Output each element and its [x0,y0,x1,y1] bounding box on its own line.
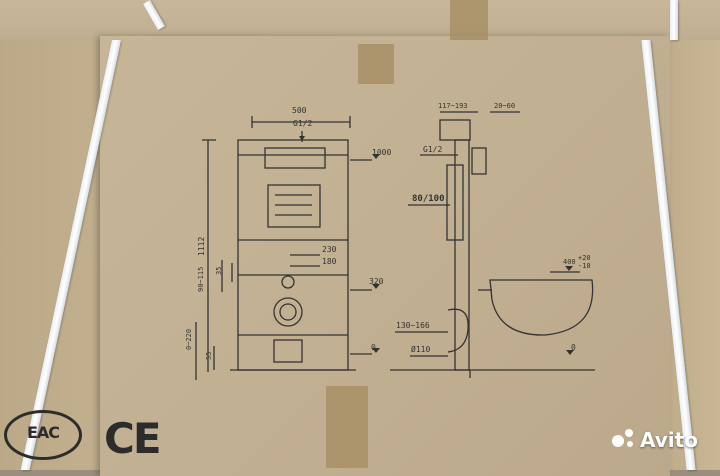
ce-mark: CE [104,414,161,463]
dim-90-115: 90~115 [197,266,205,292]
left-cardboard-box [0,40,110,470]
dim-tol-plus: +20 [578,254,591,262]
dim-mark-400: 400 [563,258,576,266]
dim-mark-320: 320 [369,277,384,286]
dim-180: 180 [322,257,337,266]
dim-thread-top: G1/2 [293,119,313,128]
top-cardboard-box [0,0,720,40]
dim-thread-side: G1/2 [423,145,443,154]
dim-width-500: 500 [292,106,307,115]
avito-logo-icon [612,429,636,451]
main-cardboard-box [100,36,670,476]
dim-20-60: 20~60 [494,102,516,110]
dim-35: 35 [215,266,223,275]
dim-230: 230 [322,245,337,254]
dim-80-100: 80/100 [412,194,445,204]
packing-tape [326,386,368,468]
dim-117-193: 117~193 [438,102,468,110]
packing-tape [450,0,488,40]
dim-130-166: 130~166 [396,321,430,330]
cistern-top [264,147,326,169]
water-inlet [281,275,295,289]
dim-mark-1000: 1000 [372,148,392,157]
packing-tape [358,44,394,84]
side-cistern [446,164,464,241]
avito-label: Avito [640,428,698,452]
outlet-pipe [273,297,303,327]
dim-tol-minus: -10 [578,262,591,270]
strap-top-right [670,0,678,40]
cistern-body [267,184,321,228]
side-top-block [439,119,471,141]
flush-plate [471,147,487,175]
avito-watermark: Avito [612,428,698,452]
dim-0-220: 0~220 [185,328,193,350]
eac-mark: EAC [4,410,82,460]
dim-height-1112: 1112 [197,236,206,256]
dim-55: 55 [205,351,213,360]
dim-mark-0-side: 0 [571,343,576,352]
dim-mark-0-front: 0 [371,343,376,352]
toilet-bowl [489,279,594,336]
dim-diameter-110: Ø110 [411,345,431,354]
